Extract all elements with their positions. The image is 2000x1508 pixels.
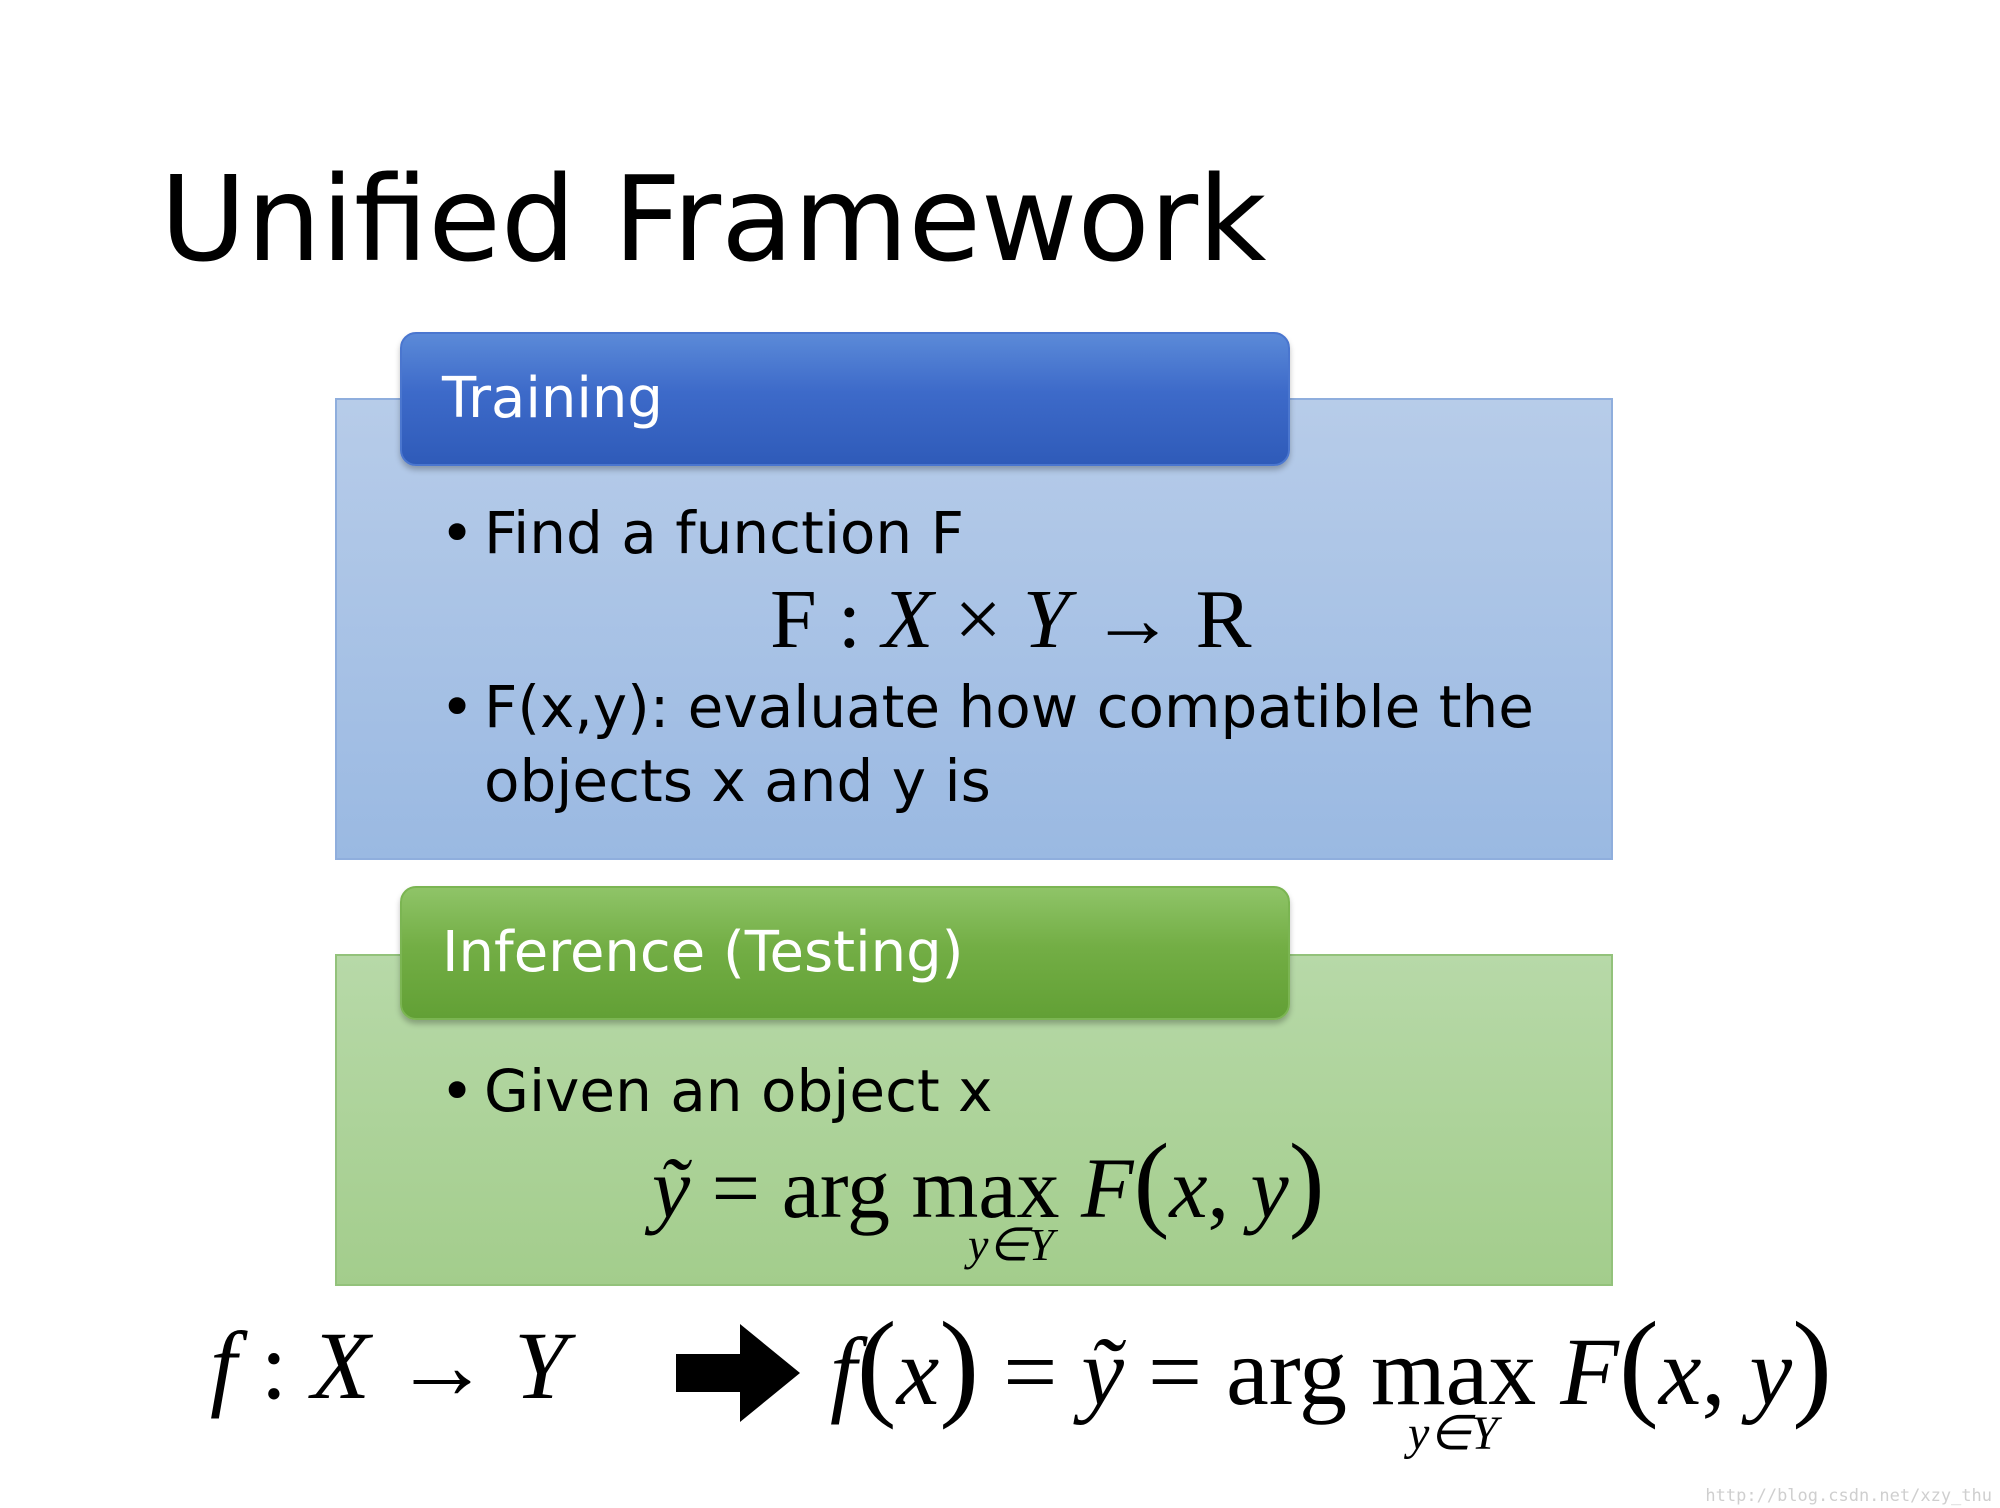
- training-bullet-2: • F(x,y): evaluate how compatible the ob…: [440, 670, 1600, 818]
- inference-bullet-1: • Given an object x: [440, 1054, 1540, 1128]
- formula-X: X: [311, 1312, 370, 1419]
- formula-equals: =: [711, 1140, 761, 1236]
- formula-lparen: (: [856, 1297, 897, 1430]
- formula-rparen-2: ): [1792, 1297, 1833, 1430]
- formula-f: f: [210, 1312, 237, 1419]
- training-bullet-1-text: Find a function F: [484, 499, 964, 567]
- formula-X: X: [882, 573, 934, 666]
- training-bullet-2-line2: objects x and y is: [484, 747, 991, 815]
- training-bullet-1: • Find a function F: [440, 496, 1540, 570]
- formula-y-tilde: ỹ: [1081, 1318, 1124, 1425]
- training-bullet-2-line1: F(x,y): evaluate how compatible the: [484, 673, 1534, 741]
- formula-Y: Y: [513, 1312, 568, 1419]
- formula-Y: Y: [1022, 573, 1070, 666]
- training-formula: F : X × Y → R: [770, 578, 1252, 662]
- formula-arrow: →: [393, 1312, 490, 1419]
- bullet-icon: •: [440, 499, 475, 567]
- inference-tab-label: Inference (Testing): [442, 920, 964, 985]
- formula-F: F: [1560, 1318, 1619, 1425]
- formula-rparen: ): [939, 1297, 980, 1430]
- formula-argmax: arg max: [781, 1140, 1060, 1236]
- formula-argmax: arg max: [1226, 1318, 1537, 1425]
- formula-y-2: y: [1749, 1318, 1793, 1425]
- slide-title: Unified Framework: [160, 150, 1267, 288]
- formula-lparen: (: [1133, 1122, 1170, 1241]
- formula-R: R: [1195, 573, 1252, 666]
- inference-bullet-1-text: Given an object x: [484, 1057, 993, 1125]
- formula-F: F: [1081, 1140, 1134, 1236]
- formula-times: ×: [954, 573, 1002, 666]
- formula-arrow: →: [1090, 573, 1175, 666]
- formula-F: F: [770, 573, 817, 666]
- formula-equals-2: =: [1147, 1318, 1203, 1425]
- formula-y-tilde: ỹ: [652, 1140, 691, 1236]
- inference-formula-subscript: y∈Y: [968, 1219, 1055, 1270]
- training-tab: Training: [400, 332, 1290, 466]
- bullet-icon: •: [440, 1057, 475, 1125]
- formula-comma: ,: [1207, 1140, 1230, 1236]
- formula-rparen: ): [1288, 1122, 1325, 1241]
- inference-tab: Inference (Testing): [400, 886, 1290, 1020]
- formula-comma: ,: [1701, 1318, 1726, 1425]
- right-arrow-icon: [676, 1324, 800, 1422]
- training-tab-label: Training: [442, 366, 663, 431]
- formula-x-2: x: [1658, 1318, 1702, 1425]
- watermark: http://blog.csdn.net/xzy_thu: [1705, 1486, 1992, 1506]
- formula-lparen-2: (: [1618, 1297, 1659, 1430]
- inference-formula: ỹ = arg max F(x, y): [652, 1128, 1325, 1236]
- bullet-icon: •: [440, 673, 475, 741]
- formula-x: x: [1169, 1140, 1208, 1236]
- formula-f: f: [830, 1318, 857, 1425]
- training-panel: [335, 398, 1613, 860]
- prediction-formula-subscript: y∈Y: [1408, 1407, 1498, 1460]
- formula-equals-1: =: [1003, 1318, 1058, 1425]
- prediction-formula: f(x) = ỹ = arg max F(x, y): [830, 1304, 1832, 1424]
- formula-colon: :: [837, 573, 862, 666]
- mapping-formula: f : X → Y: [210, 1318, 567, 1414]
- formula-x: x: [896, 1318, 940, 1425]
- formula-colon: :: [260, 1312, 288, 1419]
- formula-y: y: [1250, 1140, 1289, 1236]
